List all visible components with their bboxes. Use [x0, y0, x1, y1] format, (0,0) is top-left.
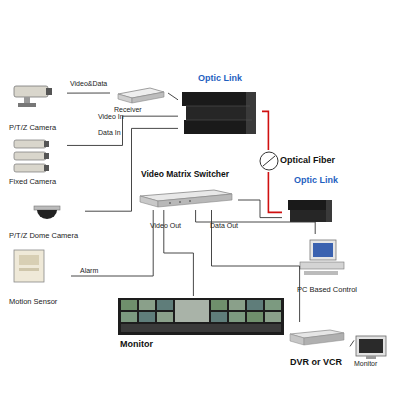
optic-link-units	[182, 92, 256, 134]
receiver-icon	[118, 88, 164, 103]
signal-label: Data Out	[210, 222, 238, 229]
fiber-line	[268, 172, 282, 212]
signal-label: Video In	[98, 113, 124, 120]
device-node: Monitor	[350, 332, 396, 368]
fiber-coil-outline	[260, 152, 278, 170]
signal-wire	[350, 340, 354, 346]
device-label: Monitor	[354, 360, 377, 368]
signal-wire	[196, 210, 316, 234]
pc-icon	[300, 240, 344, 275]
device-label: DVR or VCR	[290, 358, 342, 368]
signal-wire	[168, 93, 178, 100]
device-node: Video Matrix Switcher	[132, 170, 238, 210]
fiber-line	[262, 111, 268, 150]
device-node: Optic Link	[178, 74, 262, 142]
device-node: DVR or VCR	[286, 322, 354, 368]
device-node: Receiver	[110, 84, 168, 114]
device-label: P/T/Z Dome Camera	[9, 232, 78, 240]
device-node: PC Based Control	[293, 234, 367, 294]
optic-link-unit	[288, 200, 332, 222]
device-node: P/T/Z Dome Camera	[5, 200, 85, 240]
device-node: P/T/Z Camera	[5, 78, 67, 132]
motion-sensor-icon	[14, 250, 44, 282]
device-label: Fixed Camera	[9, 178, 56, 186]
device-node: Optical Fiber	[258, 150, 362, 172]
device-label: Video Matrix Switcher	[141, 170, 229, 179]
signal-wire	[67, 93, 110, 94]
device-label: Optical Fiber	[280, 156, 335, 166]
dome-camera-icon	[34, 206, 60, 219]
signal-label: Video Out	[150, 222, 181, 229]
device-node: Monitor	[116, 296, 288, 350]
signal-label: Video&Data	[70, 80, 107, 87]
device-node: Optic Link	[282, 176, 350, 228]
device-label: Motion Sensor	[9, 298, 57, 306]
device-label: P/T/Z Camera	[9, 124, 56, 132]
ptz-camera-icon	[14, 86, 52, 107]
device-label: PC Based Control	[297, 286, 357, 294]
signal-wire	[67, 116, 178, 145]
small-monitor-icon	[356, 336, 386, 359]
matrix-switcher-device	[140, 190, 232, 207]
signal-label: Data In	[98, 129, 121, 136]
fixed-camera-icons	[14, 140, 49, 172]
device-label: Optic Link	[198, 74, 242, 84]
signal-wire	[238, 200, 282, 218]
signal-wire	[71, 210, 153, 276]
device-label: Receiver	[114, 106, 142, 114]
device-node: Motion Sensor	[5, 246, 71, 306]
device-label: Monitor	[120, 340, 153, 350]
monitor-wall	[118, 298, 284, 335]
dvr-device	[290, 330, 344, 345]
signal-label: Alarm	[80, 267, 98, 274]
fiber-coil-mark	[263, 156, 275, 166]
device-label: Optic Link	[294, 176, 338, 186]
device-node: Fixed Camera	[5, 134, 67, 186]
